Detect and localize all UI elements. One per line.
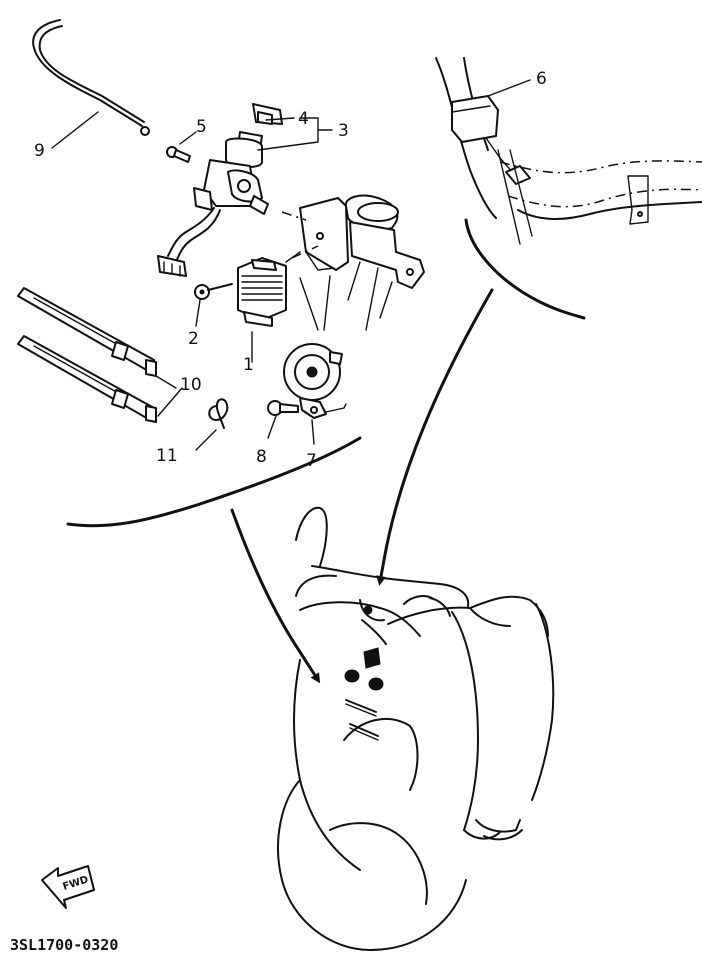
part-10-cable-ties [17, 287, 183, 423]
scooter-outline [277, 506, 555, 951]
callout-8: 8 [256, 447, 267, 467]
part-8-screw [267, 400, 299, 439]
callout-11: 11 [156, 446, 178, 466]
callout-3: 3 [338, 121, 349, 141]
part-6-relay [435, 57, 702, 245]
forward-direction-arrow: FWD [41, 865, 95, 909]
part-5-bolt [166, 131, 197, 163]
callout-7: 7 [306, 451, 317, 471]
callout-6: 6 [536, 69, 547, 89]
part-9-wire-lead [32, 19, 150, 149]
pointer-arrows [230, 288, 494, 684]
part-7-horn [283, 343, 347, 445]
callout-9: 9 [34, 141, 45, 161]
part-11-clip [195, 398, 229, 451]
part-3-main-switch [157, 103, 283, 277]
diagram-code: 3SL1700-0320 [10, 936, 118, 954]
callout-1: 1 [243, 355, 254, 375]
part-1-regulator [237, 251, 301, 363]
bracket [281, 194, 425, 331]
callout-labels: 1 2 3 4 5 6 7 8 9 10 11 [34, 69, 547, 471]
part-2-screw [194, 283, 233, 327]
group-separators [66, 218, 586, 528]
callout-5: 5 [196, 117, 207, 137]
callout-2: 2 [188, 329, 199, 349]
callout-10: 10 [180, 375, 202, 395]
callout-4: 4 [298, 109, 309, 129]
